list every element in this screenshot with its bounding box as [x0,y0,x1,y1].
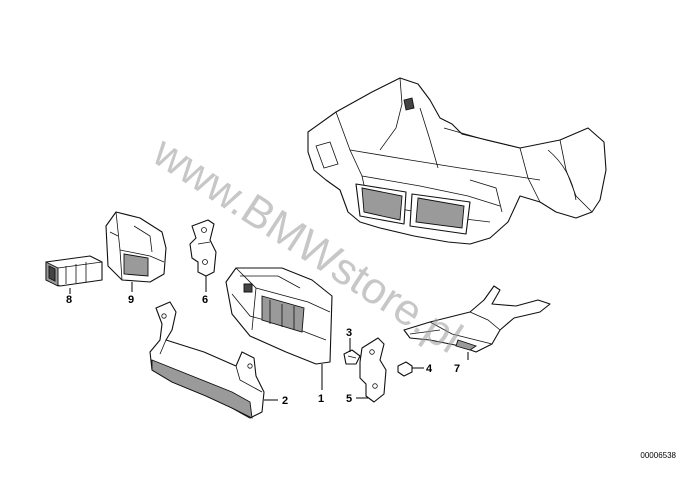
part-5-side-bracket [359,337,387,403]
part-6-bracket [189,219,217,277]
callout-2: 2 [282,395,288,407]
callout-3: 3 [346,327,352,339]
part-2-lower-carrier [149,301,265,419]
part-4-screw [397,361,420,377]
callout-labels: 1 2 3 4 5 6 7 8 9 [66,294,460,407]
callout-4: 4 [426,363,433,375]
callout-5: 5 [346,393,352,405]
callout-8: 8 [66,294,72,306]
callout-9: 9 [128,294,134,306]
front-body-structure [307,77,607,245]
reference-code: 00006538 [640,451,676,460]
leader-lines [69,276,469,401]
part-7-support-plate [403,285,551,353]
part-1-radiator-shroud [225,267,333,365]
callout-1: 1 [318,393,324,405]
part-9-air-guide [105,211,167,283]
callout-6: 6 [202,294,208,306]
part-3-clip [343,349,361,365]
part-8-air-duct [45,255,103,287]
callout-7: 7 [454,363,460,375]
